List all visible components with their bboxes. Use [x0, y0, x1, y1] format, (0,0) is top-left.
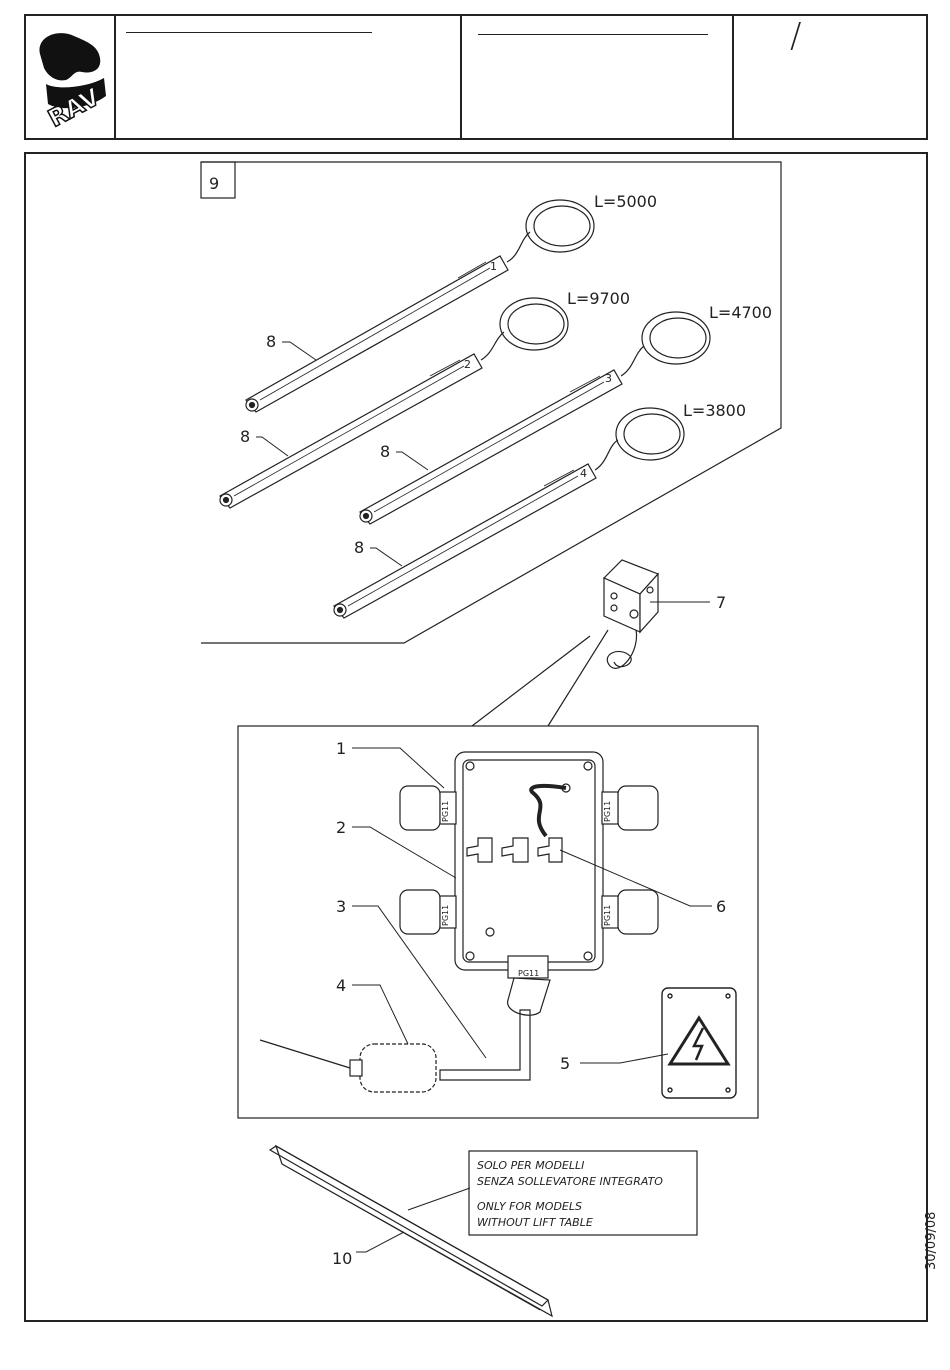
callout-6: 6: [716, 897, 726, 916]
cable-length-4: L=3800: [683, 401, 746, 420]
rod-number-3: 3: [605, 372, 612, 385]
callout-1: 1: [336, 739, 346, 758]
rod-number-4: 4: [580, 467, 587, 480]
cable-length-2: L=9700: [567, 289, 630, 308]
callout-8-c: 8: [380, 442, 390, 461]
detail-junction-box: [260, 752, 658, 1092]
detail-connector: [472, 630, 608, 726]
note-it-line1: SOLO PER MODELLI: [477, 1159, 584, 1172]
note-en-line1: ONLY FOR MODELS: [477, 1200, 582, 1213]
junction-box: [604, 560, 658, 668]
note-it-line2: SENZA SOLLEVATORE INTEGRATO: [477, 1175, 663, 1188]
rod-number-1: 1: [490, 260, 497, 273]
gland-label-5: PG11: [518, 969, 539, 978]
rod-number-2: 2: [464, 358, 471, 371]
cable-length-3: L=4700: [709, 303, 772, 322]
cable-length-1: L=5000: [594, 192, 657, 211]
callout-2: 2: [336, 818, 346, 837]
revision-date: 30/09/08: [924, 1210, 942, 1270]
gland-label-2: PG11: [441, 905, 450, 926]
gland-label-1: PG11: [441, 801, 450, 822]
note-leader: [408, 1188, 470, 1210]
callout-4: 4: [336, 976, 346, 995]
warning-sign: [662, 988, 736, 1098]
callout-8-d: 8: [354, 538, 364, 557]
callout-5: 5: [560, 1054, 570, 1073]
gland-label-4: PG11: [603, 905, 612, 926]
callout-3: 3: [336, 897, 346, 916]
callout-7: 7: [716, 593, 726, 612]
callout-8-a: 8: [266, 332, 276, 351]
rod-1: [246, 200, 594, 412]
callout-10-leader: [356, 1232, 404, 1252]
gland-label-3: PG11: [603, 801, 612, 822]
group-number: 9: [209, 174, 219, 193]
callout-10: 10: [332, 1249, 352, 1268]
callout-8-leaders: [256, 342, 428, 566]
note-en-line2: WITHOUT LIFT TABLE: [477, 1216, 593, 1229]
callout-8-b: 8: [240, 427, 250, 446]
